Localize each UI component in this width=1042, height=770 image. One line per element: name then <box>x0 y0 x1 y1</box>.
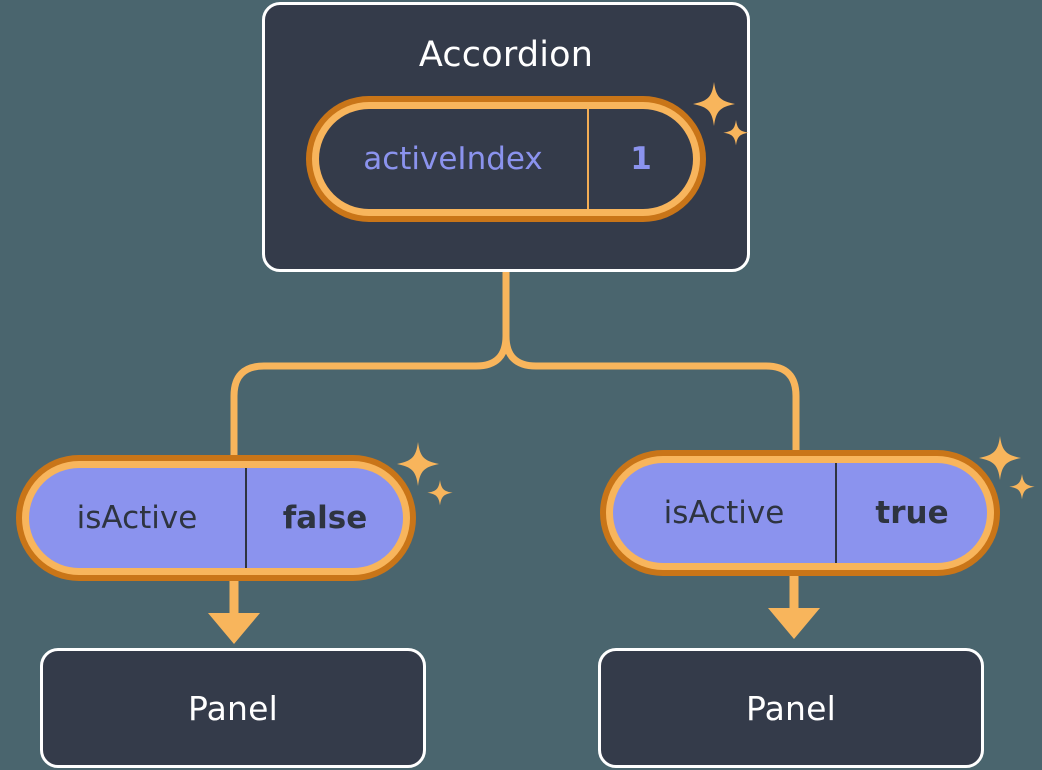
hook-pill-body: isActive false <box>29 468 403 568</box>
hook-name-active-index: activeIndex <box>363 140 543 177</box>
connector-branch-right <box>502 332 800 470</box>
hook-name-is-active-right: isActive <box>663 494 785 531</box>
hook-pill-is-active-left[interactable]: isActive false <box>16 455 416 581</box>
connector-branch-left <box>230 332 510 474</box>
hook-pill-active-index[interactable]: activeIndex 1 <box>306 96 706 222</box>
panel-component-card-left[interactable]: Panel <box>40 648 426 768</box>
arrow-down-icon-right <box>768 573 820 639</box>
sparkle-small <box>1009 474 1035 500</box>
hook-value-is-active-right: true <box>835 463 987 563</box>
panel-title-right: Panel <box>745 688 837 728</box>
hook-pill-inner-ring: activeIndex 1 <box>312 102 700 216</box>
hook-name-is-active-left: isActive <box>76 499 198 536</box>
accordion-title: Accordion <box>418 35 594 75</box>
hook-value-active-index: 1 <box>587 109 693 209</box>
hook-value-is-active-left: false <box>245 468 403 568</box>
hook-pill-inner-ring: isActive true <box>606 456 994 570</box>
hook-pill-body: activeIndex 1 <box>319 109 693 209</box>
hook-pill-body: isActive true <box>613 463 987 563</box>
hook-pill-inner-ring: isActive false <box>22 461 410 575</box>
hook-pill-is-active-right[interactable]: isActive true <box>600 450 1000 576</box>
panel-title-left: Panel <box>187 688 279 728</box>
arrow-down-icon-left <box>208 578 260 644</box>
sparkle-small <box>427 480 453 506</box>
panel-component-card-right[interactable]: Panel <box>598 648 984 768</box>
